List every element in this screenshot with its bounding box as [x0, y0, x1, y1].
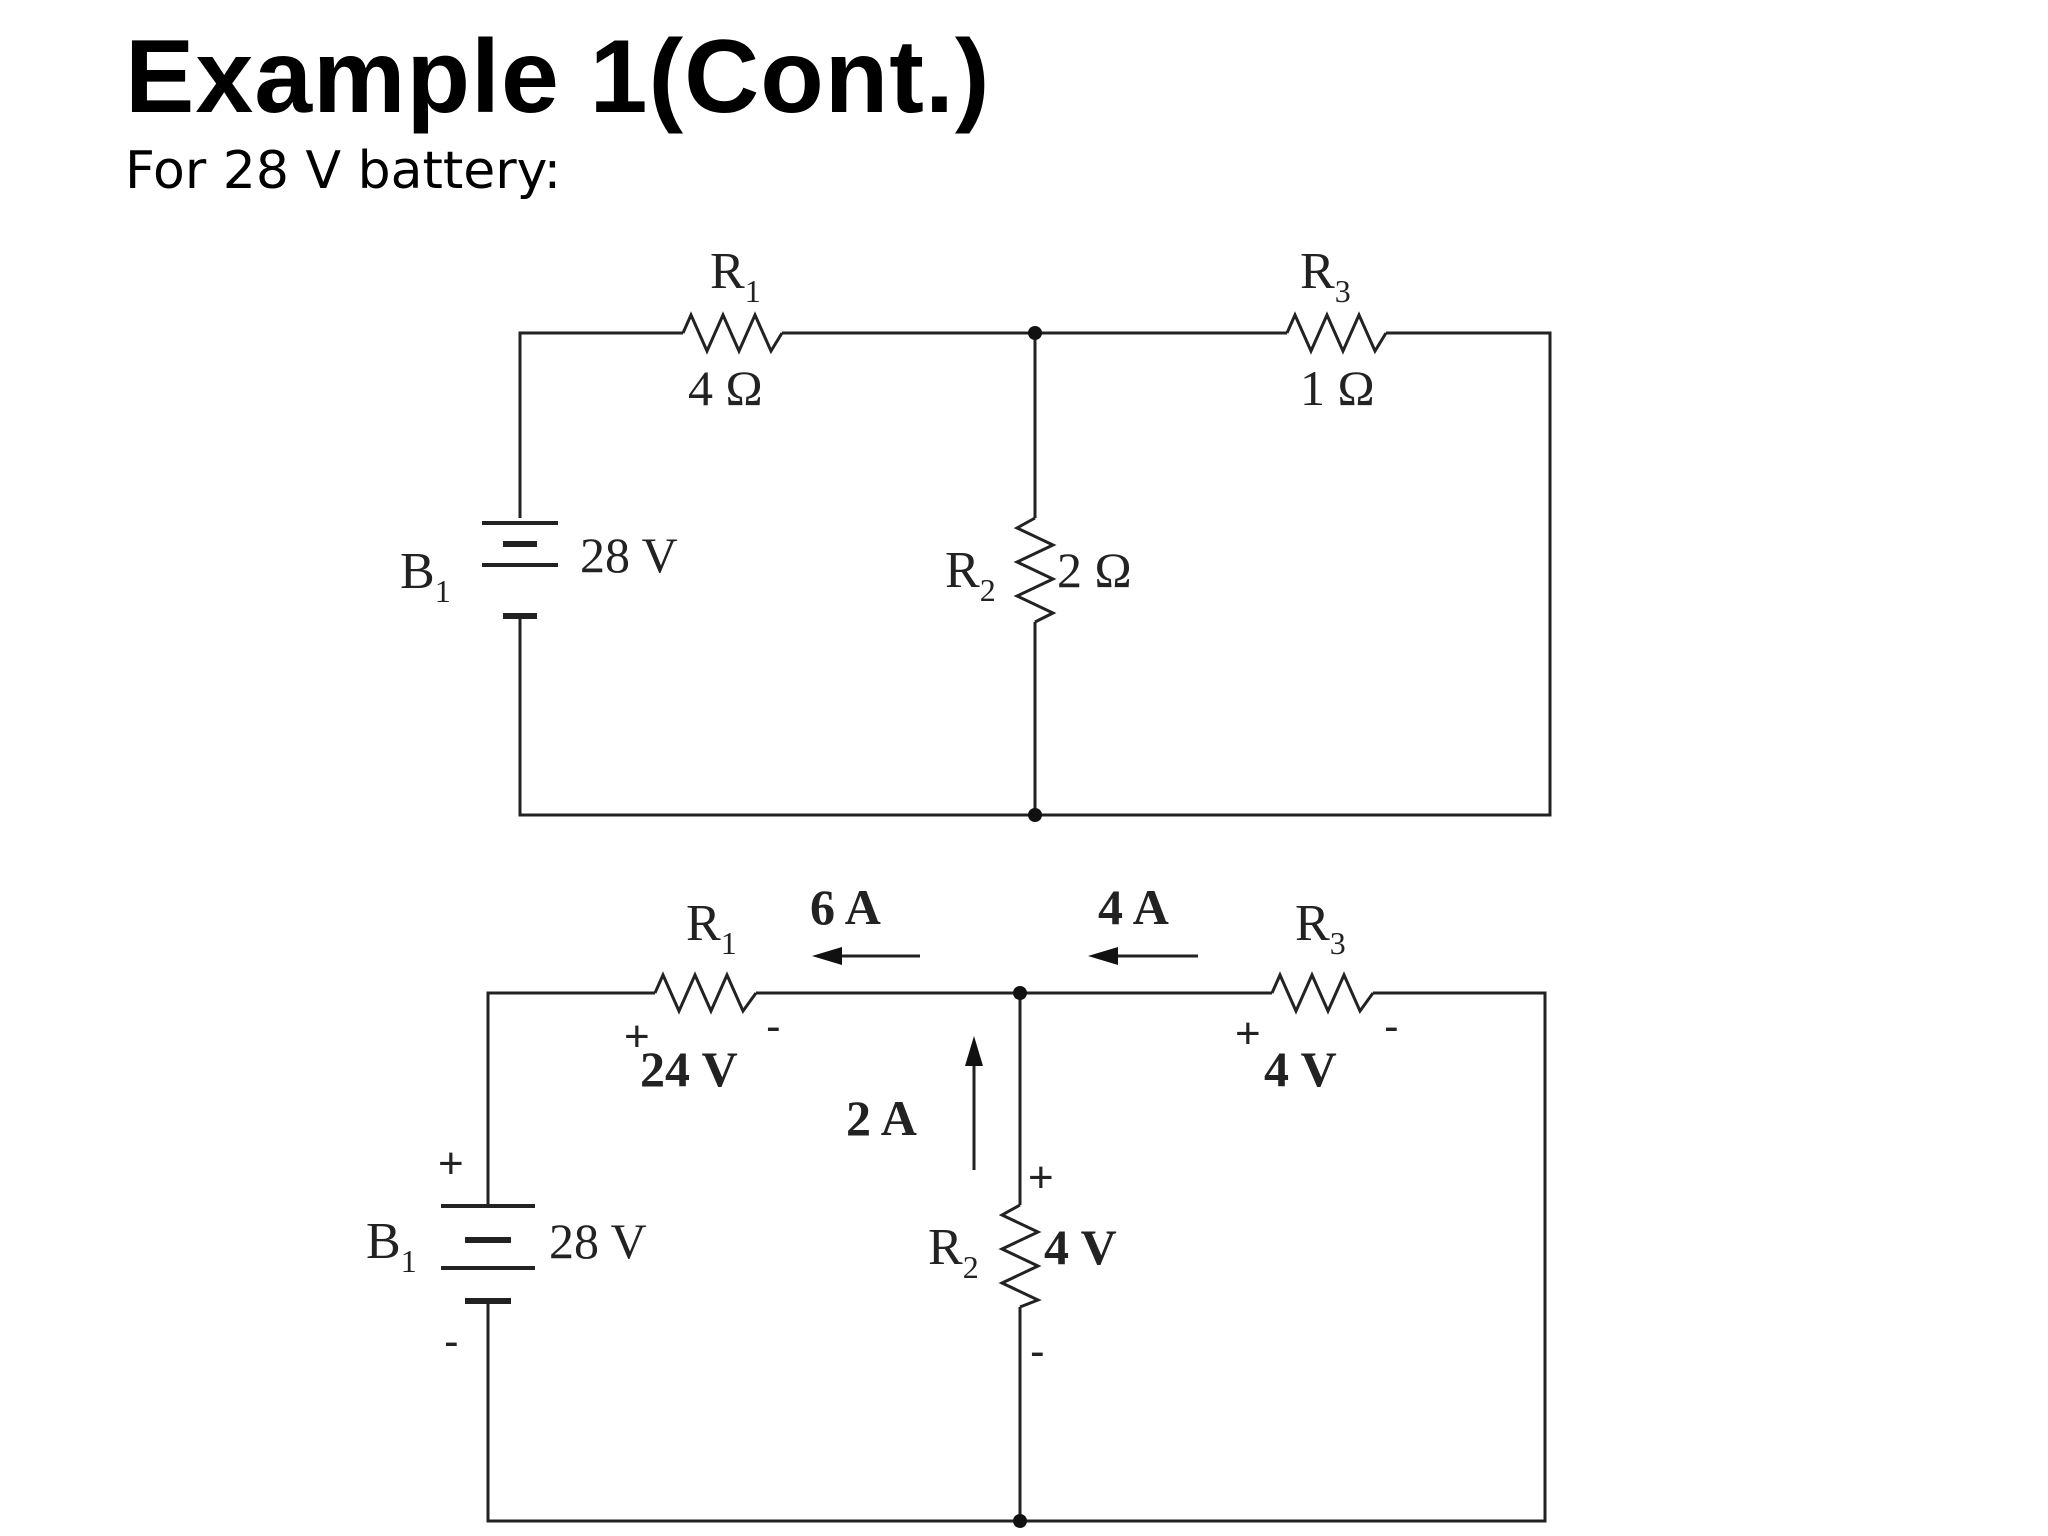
bottom-r1-label: R1: [686, 895, 737, 961]
bottom-node-lower: [1013, 1514, 1027, 1528]
bottom-r3-drop: 4 V: [1264, 1041, 1337, 1097]
top-node-upper: [1028, 326, 1042, 340]
bottom-r1-plus: +: [624, 1012, 650, 1061]
bottom-battery-plus: +: [438, 1139, 464, 1188]
top-battery-voltage: 28 V: [580, 527, 678, 583]
arrow-6a: [812, 947, 920, 965]
top-node-lower: [1028, 808, 1042, 822]
bottom-battery-label: B1: [366, 1213, 417, 1279]
bottom-battery-voltage: 28 V: [549, 1213, 647, 1269]
bottom-r2-plus: +: [1028, 1153, 1054, 1202]
slide-title: Example 1(Cont.): [125, 19, 991, 135]
arrow-4a: [1088, 947, 1198, 965]
bottom-battery-minus: -: [444, 1317, 459, 1366]
top-wire-top-right: [518, 331, 1552, 817]
bottom-r1-minus: -: [766, 1002, 781, 1051]
top-r1-resistor: [681, 311, 784, 355]
bottom-r2-label: R2: [928, 1219, 979, 1285]
bottom-r3-label: R3: [1295, 895, 1346, 961]
bottom-r3-resistor: [1270, 971, 1375, 1015]
bottom-wire-left-upper: [486, 991, 655, 1206]
bottom-circuit: R1 24 V + - R3 4 V + - R2 4 V + - B1 28 …: [366, 879, 1547, 1528]
current-2a-label: 2 A: [846, 1090, 917, 1146]
bottom-r2-drop: 4 V: [1044, 1219, 1117, 1275]
arrow-2a: [965, 1036, 983, 1170]
bottom-wire-top-right: [486, 991, 1547, 1523]
top-wire-left-upper: [518, 331, 683, 518]
top-battery-label: B1: [400, 543, 451, 609]
bottom-node-upper: [1013, 986, 1027, 1000]
top-r1-value: 4 Ω: [688, 360, 763, 416]
top-r1-label: R1: [710, 243, 761, 309]
current-4a-label: 4 A: [1098, 879, 1169, 935]
bottom-r3-plus: +: [1235, 1009, 1261, 1058]
top-r3-value: 1 Ω: [1300, 360, 1375, 416]
top-r2-label: R2: [945, 542, 996, 608]
top-r3-resistor: [1285, 311, 1388, 355]
top-r3-label: R3: [1300, 243, 1351, 309]
bottom-r2-minus: -: [1030, 1327, 1045, 1376]
bottom-r1-resistor: [653, 971, 758, 1015]
bottom-r2-resistor: [998, 1203, 1042, 1309]
bottom-r3-minus: -: [1384, 1002, 1399, 1051]
top-circuit: R1 4 Ω R3 1 Ω R2 2 Ω B1 28 V: [400, 243, 1552, 822]
top-r2-resistor: [1013, 516, 1057, 624]
top-r2-value: 2 Ω: [1057, 542, 1132, 598]
bottom-r1-drop: 24 V: [640, 1041, 738, 1097]
slide-subtitle: For 28 V battery:: [125, 141, 562, 201]
current-6a-label: 6 A: [810, 879, 881, 935]
